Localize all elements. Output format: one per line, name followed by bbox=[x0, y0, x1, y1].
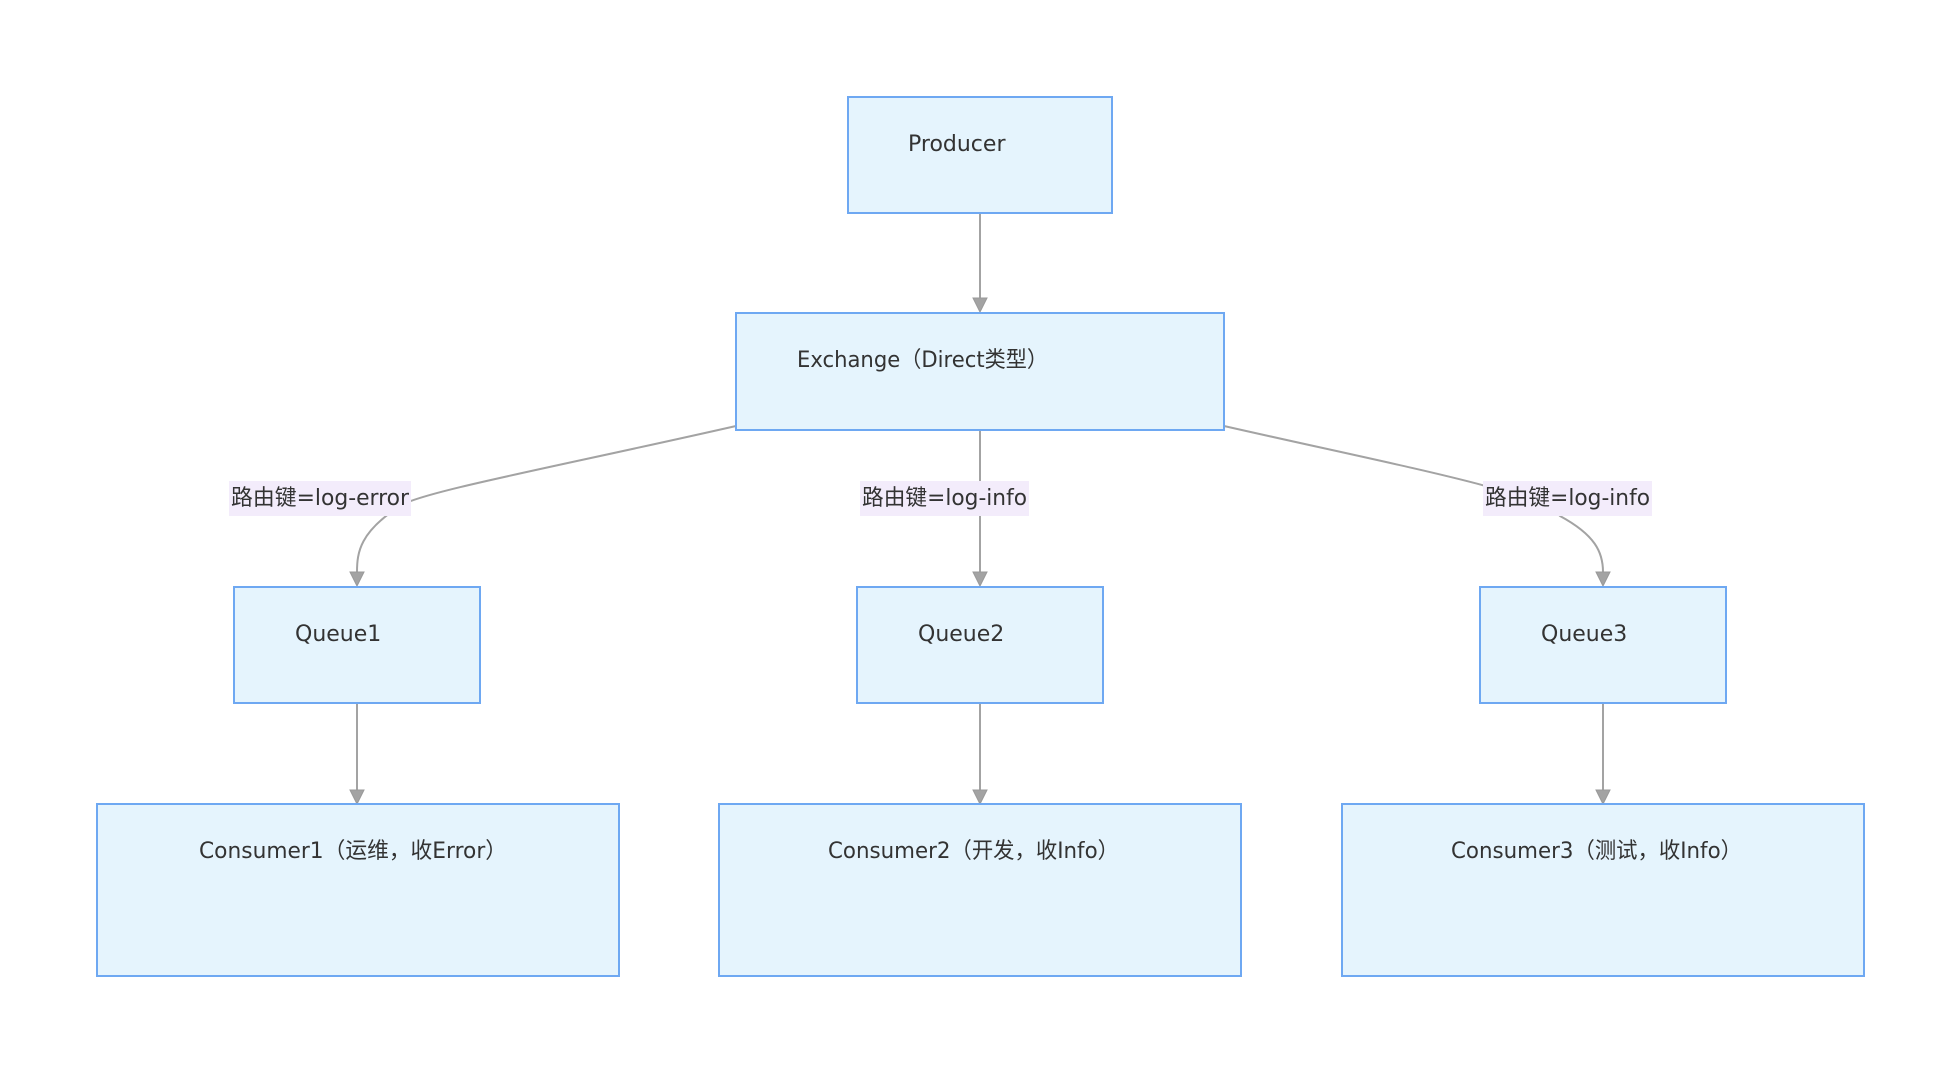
node-queue3-label: Queue3 bbox=[1541, 622, 1627, 647]
edge-exchange-queue1 bbox=[349, 425, 737, 588]
node-queue1-label: Queue1 bbox=[295, 622, 381, 647]
node-queue2: Queue2 bbox=[856, 586, 1104, 704]
edge-label-queue1-text: 路由键=log-error bbox=[231, 486, 410, 511]
edge-producer-exchange bbox=[972, 213, 988, 314]
arrow-head-icon bbox=[972, 297, 988, 314]
node-producer: Producer bbox=[847, 96, 1113, 214]
arrow-head-icon bbox=[349, 789, 365, 806]
edge-label-queue3: 路由键=log-info bbox=[1483, 481, 1652, 516]
edge-queue3-consumer3 bbox=[1595, 704, 1611, 806]
arrow-head-icon bbox=[972, 571, 988, 588]
arrow-head-icon bbox=[1595, 789, 1611, 806]
nodes: Producer Exchange（Direct类型） Queue1 Queue… bbox=[96, 96, 1865, 977]
arrow-head-icon bbox=[972, 789, 988, 806]
node-exchange: Exchange（Direct类型） bbox=[735, 312, 1225, 431]
edge-label-queue2: 路由键=log-info bbox=[860, 481, 1029, 516]
node-queue1: Queue1 bbox=[233, 586, 481, 704]
node-producer-label: Producer bbox=[908, 132, 1006, 157]
edges bbox=[349, 213, 1611, 806]
edge-label-queue1: 路由键=log-error bbox=[229, 481, 411, 516]
node-exchange-label: Exchange（Direct类型） bbox=[797, 348, 1048, 373]
edge-label-queue3-text: 路由键=log-info bbox=[1485, 486, 1650, 511]
node-consumer2-label: Consumer2（开发，收Info） bbox=[828, 839, 1119, 864]
node-consumer3-label: Consumer3（测试，收Info） bbox=[1451, 839, 1742, 864]
arrow-head-icon bbox=[349, 571, 365, 588]
arrow-head-icon bbox=[1595, 571, 1611, 588]
node-queue3: Queue3 bbox=[1479, 586, 1727, 704]
edge-label-queue2-text: 路由键=log-info bbox=[862, 486, 1027, 511]
node-consumer1: Consumer1（运维，收Error） bbox=[96, 803, 620, 977]
edge-queue2-consumer2 bbox=[972, 704, 988, 806]
edge-labels: 路由键=log-error 路由键=log-info 路由键=log-info bbox=[229, 481, 1652, 516]
node-consumer2: Consumer2（开发，收Info） bbox=[718, 803, 1242, 977]
node-consumer3: Consumer3（测试，收Info） bbox=[1341, 803, 1865, 977]
edge-queue1-consumer1 bbox=[349, 704, 365, 806]
node-queue2-label: Queue2 bbox=[918, 622, 1004, 647]
node-consumer1-label: Consumer1（运维，收Error） bbox=[199, 839, 507, 864]
